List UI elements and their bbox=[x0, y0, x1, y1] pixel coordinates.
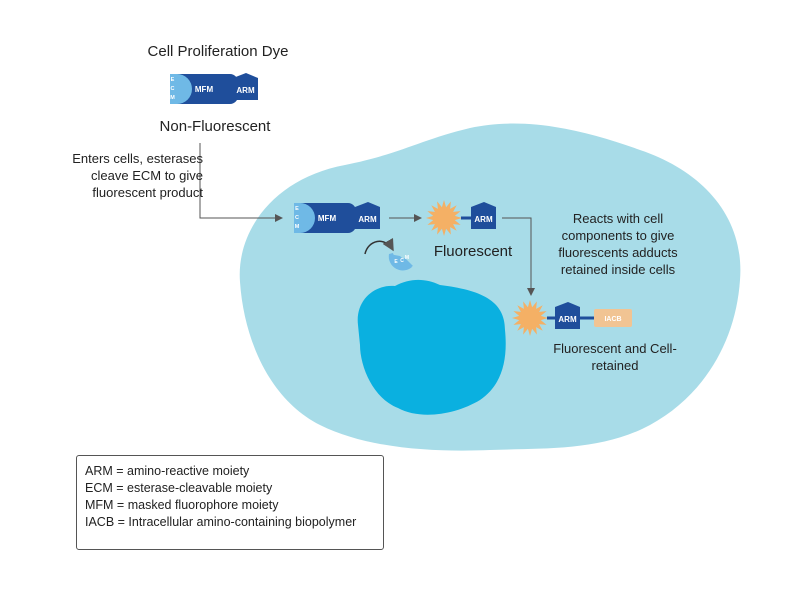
mfm-label: MFM bbox=[195, 85, 214, 94]
fluorophore-star bbox=[512, 300, 548, 336]
svg-text:ARM: ARM bbox=[358, 215, 377, 224]
legend-item-iacb: IACB = Intracellular amino-containing bi… bbox=[85, 515, 357, 529]
dye-molecule-in-cell: E C M MFM ARM bbox=[294, 202, 380, 233]
svg-text:C: C bbox=[400, 258, 404, 264]
curved-arrow-cleavage bbox=[364, 237, 394, 255]
svg-text:M: M bbox=[405, 255, 409, 261]
svg-text:ARM: ARM bbox=[558, 315, 577, 324]
arrow-to-retained bbox=[502, 217, 535, 296]
non-fluorescent-label: Non-Fluorescent bbox=[159, 118, 271, 135]
svg-text:M: M bbox=[170, 95, 175, 101]
fluorescent-retained-label: Fluorescent and Cell-retained bbox=[553, 341, 677, 373]
legend-item-ecm: ECM = esterase-cleavable moiety bbox=[85, 481, 273, 495]
nucleus bbox=[357, 279, 506, 415]
svg-text:C: C bbox=[295, 215, 299, 221]
dye-title: Cell Proliferation Dye bbox=[147, 43, 289, 60]
cleaved-ecm: E C M bbox=[388, 253, 413, 271]
svg-text:M: M bbox=[295, 224, 300, 230]
legend-item-mfm: MFM = masked fluorophore moiety bbox=[85, 498, 279, 512]
iacb-label: IACB bbox=[604, 316, 621, 323]
legend-item-arm: ARM = amino-reactive moiety bbox=[85, 464, 250, 478]
arrow-enter-cell bbox=[199, 143, 283, 222]
legend-box: ARM = amino-reactive moiety ECM = estera… bbox=[76, 455, 384, 550]
fluorophore-star bbox=[426, 200, 462, 236]
ecm-label: E bbox=[171, 77, 175, 83]
retained-adduct: ARM IACB bbox=[512, 300, 632, 336]
fluorescent-product: ARM bbox=[426, 200, 496, 236]
arm-label: ARM bbox=[236, 86, 255, 95]
svg-text:E: E bbox=[295, 206, 299, 212]
step2-description: Reacts with cell components to give fluo… bbox=[558, 211, 678, 277]
cell-body bbox=[239, 123, 741, 451]
dye-molecule-nonfluorescent: E C M MFM ARM bbox=[170, 73, 258, 104]
svg-text:MFM: MFM bbox=[318, 214, 337, 223]
svg-text:ARM: ARM bbox=[474, 215, 493, 224]
svg-text:C: C bbox=[171, 86, 175, 92]
fluorescent-label: Fluorescent bbox=[433, 243, 513, 260]
svg-text:E: E bbox=[394, 259, 398, 265]
iacb-box bbox=[594, 309, 632, 327]
step1-description: Enters cells, esterases cleave ECM to gi… bbox=[72, 151, 203, 200]
